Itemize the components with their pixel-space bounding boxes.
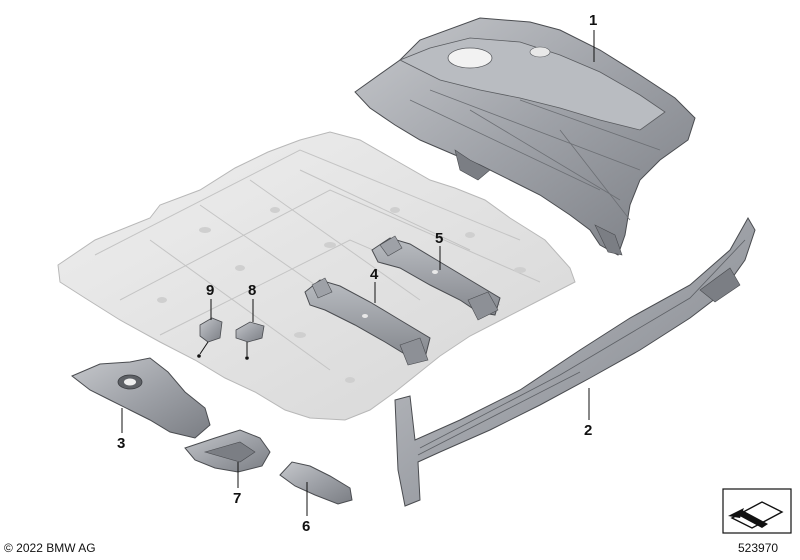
part-mounting-clip bbox=[235, 321, 265, 343]
callout-7: 7 bbox=[233, 490, 241, 507]
diagram-number: 523970 bbox=[738, 541, 779, 555]
view-orientation-icon bbox=[722, 488, 792, 534]
callout-9: 9 bbox=[206, 282, 214, 299]
part-mounting-bracket bbox=[199, 317, 223, 343]
callout-4: 4 bbox=[370, 266, 379, 283]
part-floor-bracket bbox=[71, 357, 211, 439]
main-floor-panel bbox=[57, 131, 576, 421]
callout-8: 8 bbox=[248, 282, 256, 299]
callout-3: 3 bbox=[117, 435, 125, 452]
callout-6: 6 bbox=[302, 518, 310, 535]
copyright-text: © 2022 BMW AG bbox=[4, 541, 96, 555]
part-seat-crossmember-rear bbox=[371, 235, 501, 321]
callout-1: 1 bbox=[589, 12, 597, 29]
leader-9-sub bbox=[199, 341, 209, 355]
part-small-bracket bbox=[279, 461, 353, 505]
part-rear-floor bbox=[354, 17, 696, 256]
callout-2: 2 bbox=[584, 422, 592, 439]
callout-5: 5 bbox=[435, 230, 443, 247]
part-support-bracket bbox=[184, 429, 271, 473]
part-seat-crossmember-front bbox=[304, 277, 431, 366]
part-side-sill bbox=[394, 216, 756, 507]
